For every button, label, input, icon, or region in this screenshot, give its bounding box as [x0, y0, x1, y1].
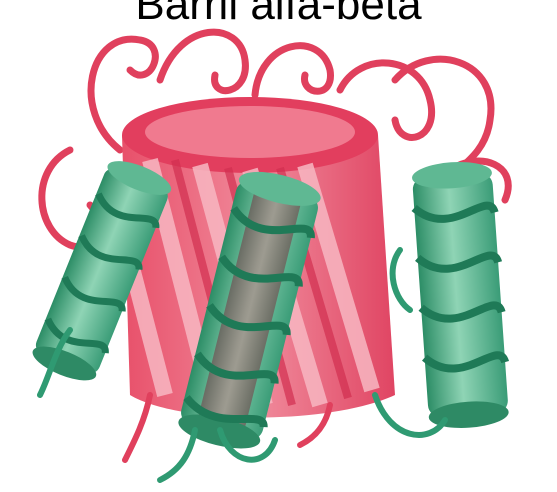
alpha-helix-right	[375, 160, 510, 435]
